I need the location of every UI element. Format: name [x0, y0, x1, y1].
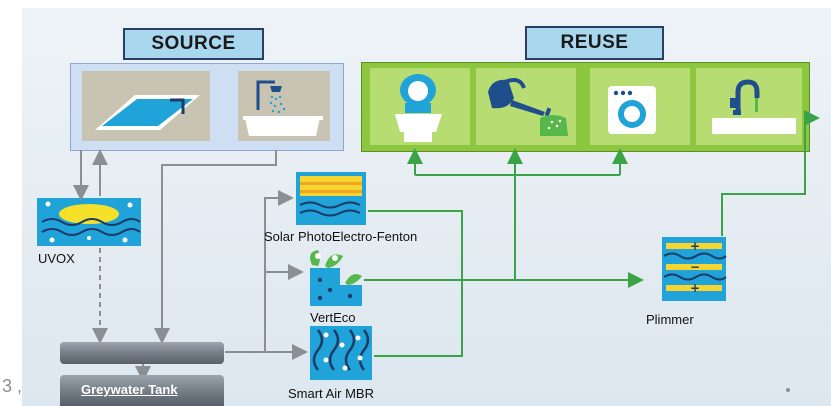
page-marker: 3 ,: [2, 376, 23, 396]
toilet-icon: [395, 74, 442, 142]
faucet-icon: [712, 79, 796, 134]
uvox-label: UVOX: [38, 251, 75, 266]
bullet-dot: [786, 388, 790, 392]
greywater-tank-body: [60, 375, 224, 406]
reuse-header: REUSE: [525, 26, 664, 60]
svg-text:−: −: [690, 260, 700, 274]
source-header: SOURCE: [123, 28, 264, 60]
mbr-icon: [310, 326, 372, 380]
verteco-icon: [310, 250, 362, 306]
green-connectors: [364, 110, 820, 357]
plimmer-label: Plimmer: [646, 312, 694, 327]
solar-fenton-label: Solar PhotoElectro-Fenton: [264, 229, 418, 244]
greywater-tank-label: Greywater Tank: [81, 382, 178, 397]
verteco-label: VertEco: [310, 310, 356, 325]
greywater-tank-top-cylinder: [60, 342, 224, 364]
svg-text:+: +: [690, 239, 700, 253]
washing-machine-icon: [608, 86, 656, 134]
gray-connectors: [73, 149, 308, 382]
plimmer-icon: + − +: [662, 237, 727, 301]
mbr-label: Smart Air MBR: [288, 386, 374, 401]
uvox-icon: [37, 198, 141, 246]
svg-text:+: +: [690, 281, 700, 295]
watering-can-icon: [488, 78, 568, 136]
pool-icon: [95, 95, 200, 130]
solar-fenton-icon: [296, 172, 366, 225]
shower-icon: [243, 80, 323, 136]
